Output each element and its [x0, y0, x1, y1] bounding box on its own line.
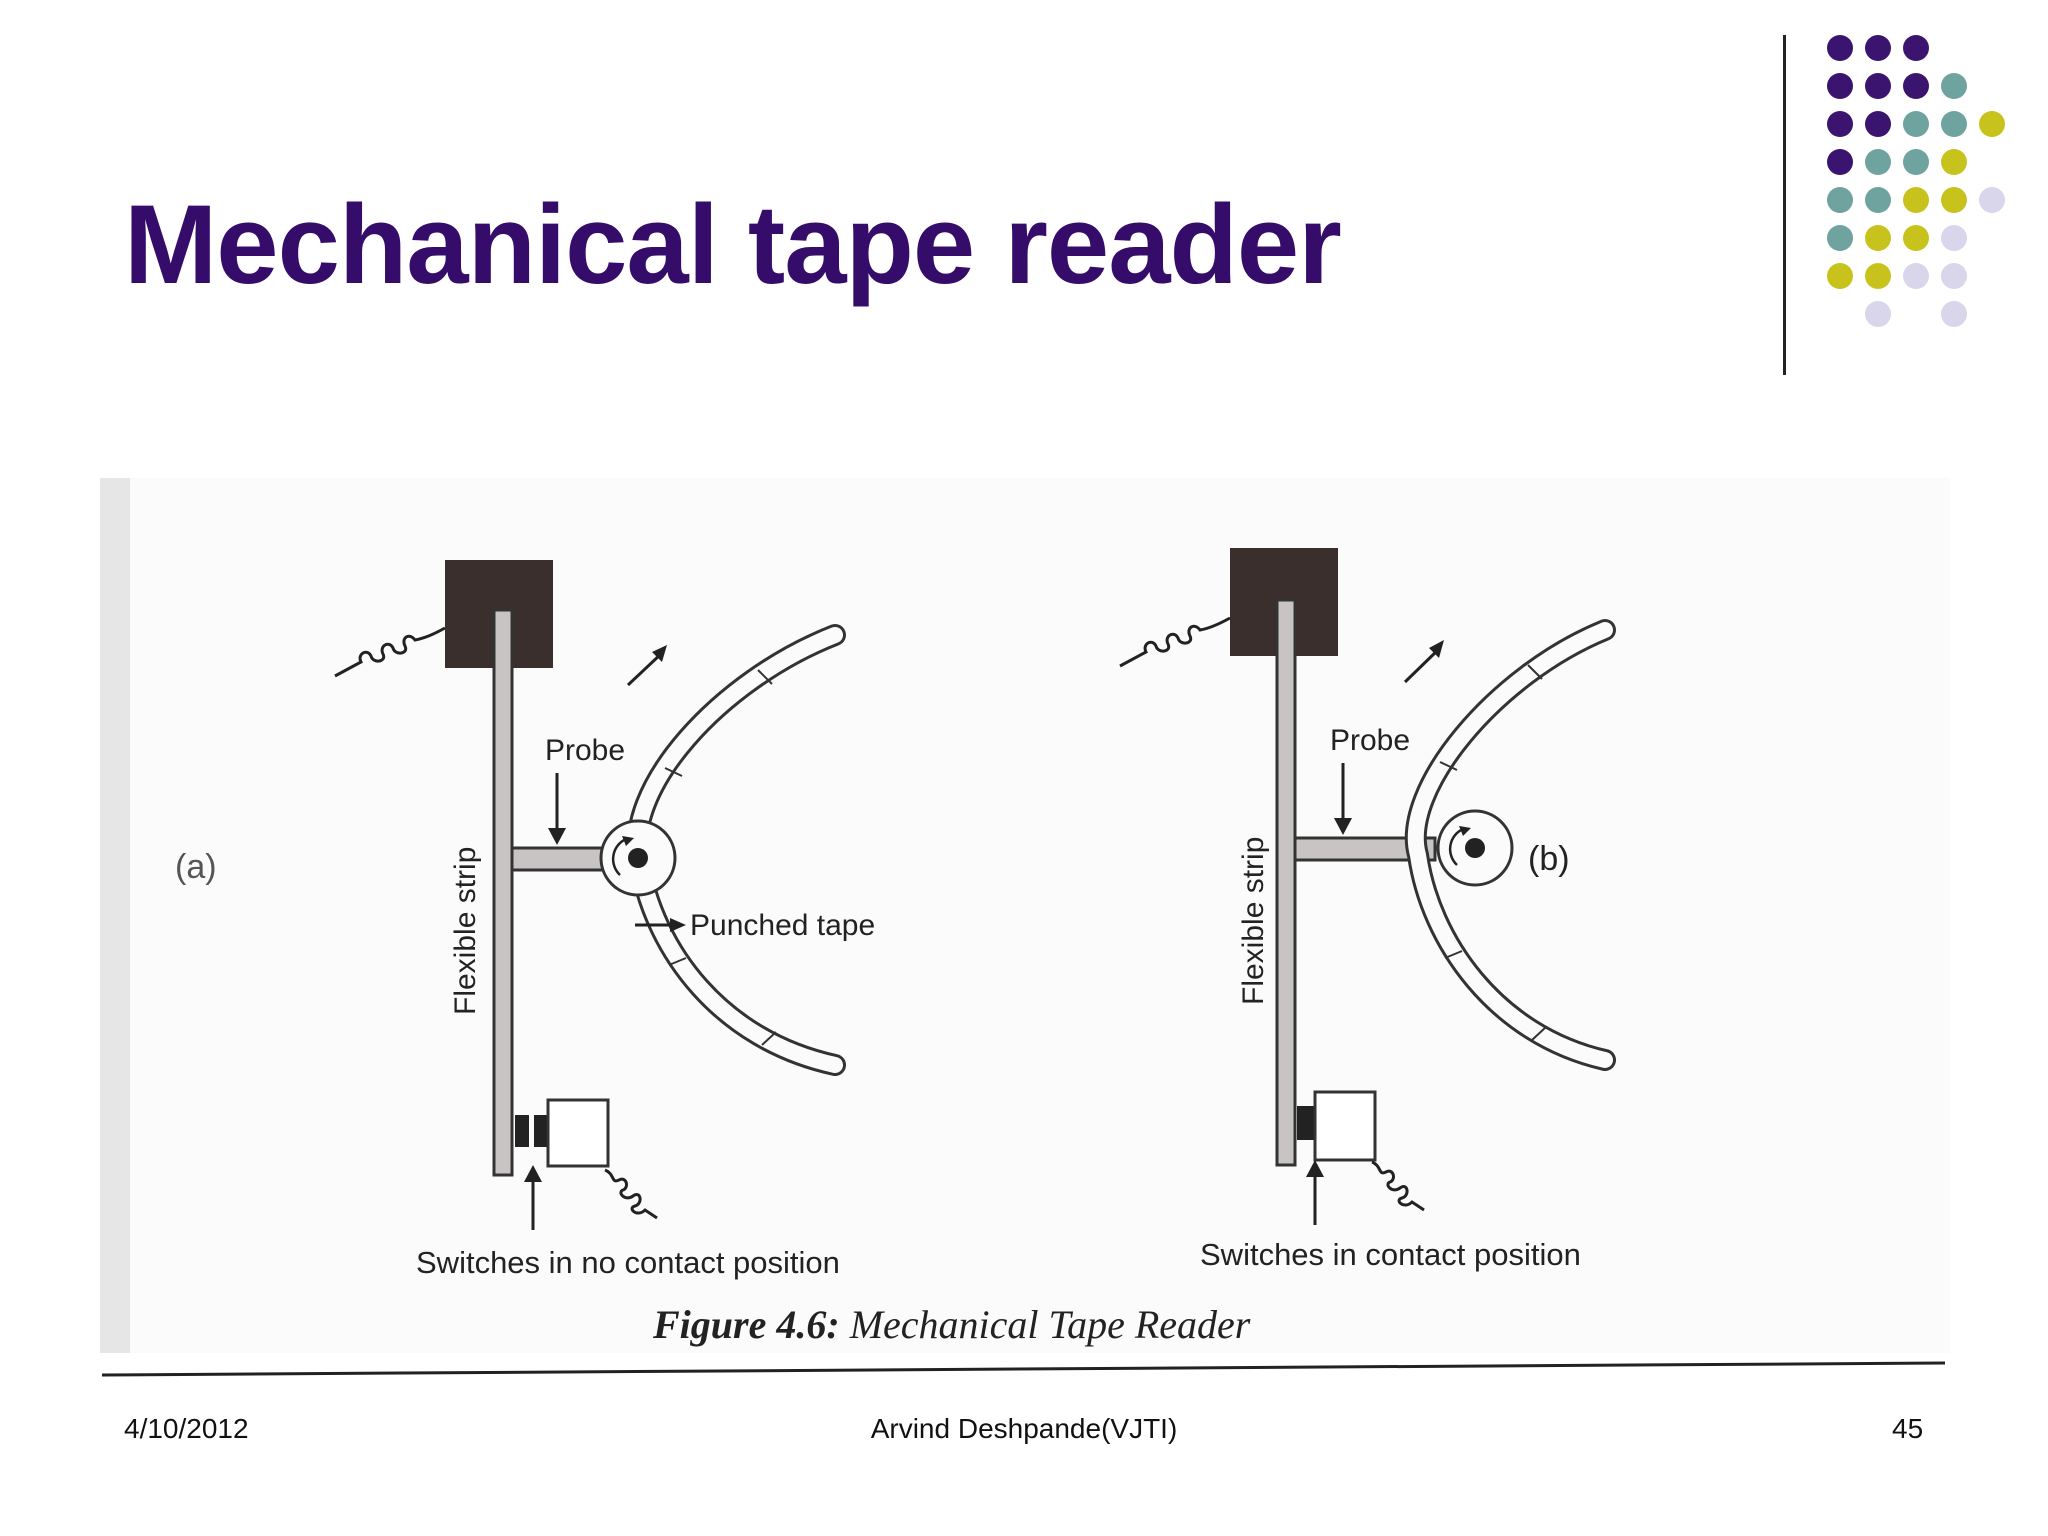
figure-caption: Figure 4.6: Mechanical Tape Reader — [652, 1302, 1251, 1347]
panel-b-tape-hole — [1439, 761, 1458, 771]
panel-a-tape-hole — [761, 1031, 777, 1046]
panel-a: (a) Flexible strip Probe — [175, 560, 875, 1280]
decorative-dot — [1827, 187, 1853, 213]
tape-reader-figure: (a) Flexible strip Probe — [100, 478, 1950, 1377]
panel-a-tape-hole — [668, 957, 687, 966]
panel-b-label: (b) — [1528, 840, 1570, 878]
panel-b-probe-arrowhead — [1334, 818, 1352, 835]
decorative-dot — [1865, 149, 1891, 175]
panel-a-probe-arrowhead — [548, 828, 566, 845]
panel-b-tape-hole — [1444, 950, 1463, 959]
decorative-dot — [1827, 35, 1853, 61]
footer-author: Arvind Deshpande(VJTI) — [870, 1413, 1178, 1444]
panel-b-switch-spring — [1371, 1160, 1425, 1212]
panel-b-strip-label: Flexible strip — [1237, 837, 1270, 1005]
panel-a-switch-spring — [604, 1168, 658, 1220]
panel-a-tape-direction-arrowhead — [652, 645, 667, 662]
decorative-dot — [1865, 111, 1891, 137]
panel-b-wheel-hub — [1465, 838, 1485, 858]
panel-a-switch-contact-left — [515, 1115, 529, 1147]
decorative-dot — [1865, 35, 1891, 61]
decorative-dot — [1941, 111, 1967, 137]
panel-b-rotation-arrowhead — [1459, 826, 1471, 836]
decorative-dot — [1827, 149, 1853, 175]
panel-b-tape-direction-arrow — [1403, 646, 1442, 684]
panel-a-tape-label-arrowhead — [670, 918, 686, 932]
decorative-dot — [1827, 225, 1853, 251]
decorative-dot — [1941, 225, 1967, 251]
panel-b-tape-hole — [1531, 1026, 1547, 1041]
figure-caption-text: Mechanical Tape Reader — [840, 1302, 1251, 1347]
panel-b-punched-tape — [1407, 622, 1613, 1068]
scan-background — [100, 478, 1950, 1353]
panel-a-tape-direction-arrow — [626, 650, 665, 687]
panel-b-flexible-strip — [1275, 598, 1297, 1167]
panel-a-probe-label: Probe — [545, 734, 625, 767]
title-divider-line — [1783, 35, 1786, 375]
decorative-dot — [1903, 225, 1929, 251]
panel-a-label: (a) — [175, 848, 217, 886]
panel-b-top-spring — [1119, 616, 1231, 668]
scan-left-shadow — [100, 478, 130, 1353]
panel-a-tape-label: Punched tape — [690, 909, 875, 942]
footer-date: 4/10/2012 — [124, 1413, 249, 1444]
panel-a-strip-label: Flexible strip — [449, 847, 482, 1015]
panel-a-tape-hole — [757, 669, 773, 685]
decorative-dot — [1865, 301, 1891, 327]
panel-b-switch-label: Switches in contact position — [1200, 1237, 1581, 1272]
panel-a-switch-box — [546, 1098, 610, 1168]
figure-bottom-rule — [101, 1361, 1946, 1377]
decorative-dot — [1903, 149, 1929, 175]
figure-caption-number: Figure 4.6: — [652, 1302, 840, 1347]
decorative-dot — [1827, 111, 1853, 137]
panel-a-top-spring — [334, 626, 446, 678]
panel-b-switch-arrowhead — [1306, 1160, 1324, 1177]
decorative-dot — [1865, 225, 1891, 251]
panel-b-switch-contact — [1297, 1106, 1315, 1140]
panel-a-rotation-arrow — [611, 837, 627, 876]
decorative-dot — [1865, 73, 1891, 99]
panel-a-switch-contact-right — [534, 1115, 548, 1147]
panel-a-flexible-strip — [492, 608, 514, 1177]
decorative-dot — [1941, 149, 1967, 175]
decorative-dot — [1827, 73, 1853, 99]
decorative-dot — [1941, 73, 1967, 99]
panel-b-tape-direction-arrowhead — [1429, 640, 1444, 658]
panel-b-probe-arm — [1293, 836, 1437, 862]
panel-b-probe-label: Probe — [1330, 724, 1410, 757]
decorative-dot-grid — [1827, 35, 2005, 327]
panel-b: (b) Flexible strip Probe — [1119, 548, 1616, 1272]
panel-a-tape-hole — [664, 767, 683, 777]
decorative-dot — [1941, 187, 1967, 213]
panel-a-switch-label: Switches in no contact position — [416, 1245, 840, 1280]
slide-title: Mechanical tape reader — [124, 182, 1342, 307]
panel-b-tape-hole — [1527, 664, 1543, 680]
decorative-dot — [1903, 111, 1929, 137]
decorative-dot — [1941, 263, 1967, 289]
decorative-dot — [1827, 263, 1853, 289]
decorative-dot — [1865, 263, 1891, 289]
decorative-dot — [1903, 73, 1929, 99]
decorative-dot — [1941, 301, 1967, 327]
panel-b-switch-box — [1313, 1090, 1377, 1162]
decorative-dot — [1903, 35, 1929, 61]
panel-b-rotation-arrow — [1448, 827, 1464, 866]
panel-a-switch-arrowhead — [524, 1165, 542, 1182]
decorative-dot — [1979, 187, 2005, 213]
footer-page-number: 45 — [1892, 1413, 1924, 1444]
decorative-dot — [1979, 111, 2005, 137]
panel-a-rotation-arrowhead — [622, 836, 634, 846]
panel-a-wheel-hub — [628, 848, 648, 868]
decorative-dot — [1903, 187, 1929, 213]
decorative-dot — [1865, 187, 1891, 213]
decorative-dot — [1903, 263, 1929, 289]
